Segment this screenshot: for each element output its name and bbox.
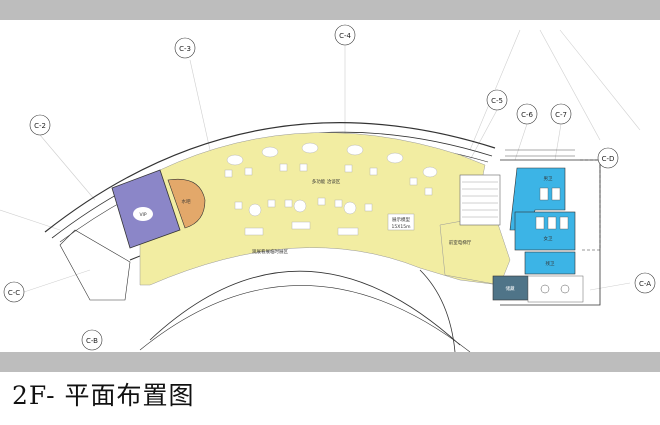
label-mens: 男卫 (544, 176, 553, 182)
floor-plan: VIP 水吧 多功能 洽谈区 展示模型 15X15m 观展看展临时展区 前室电梯… (0, 24, 656, 352)
bubble-c2: C-2 (34, 122, 46, 130)
label-womens: 女卫 (544, 235, 553, 242)
axis-bubbles (3, 24, 656, 351)
label-accessible: 残卫 (546, 260, 555, 267)
bubble-cc: C-C (8, 289, 20, 297)
bubble-ca: C-A (639, 280, 651, 288)
bubble-c4: C-4 (339, 32, 351, 40)
lobby-area (439, 214, 511, 286)
label-corridor: 观展看展临时展区 (252, 248, 288, 255)
stair (459, 174, 501, 226)
railing (505, 149, 575, 157)
bubble-cd: C-D (602, 155, 615, 163)
service-room (527, 275, 584, 303)
fixtures (535, 187, 569, 230)
restroom-accessible (524, 251, 576, 275)
bubble-c7: C-7 (555, 111, 567, 119)
bar-room (167, 178, 206, 229)
label-model-size: 15X15m (392, 224, 411, 230)
model-display (387, 213, 415, 231)
bottom-band (0, 352, 660, 372)
label-lobby: 前室电梯厅 (449, 239, 472, 246)
label-hall: 多功能 洽谈区 (312, 178, 341, 185)
stair-treads (462, 181, 498, 218)
label-bar: 水吧 (182, 198, 191, 205)
label-model: 展示模型 (392, 216, 410, 223)
bubble-c5: C-5 (491, 97, 503, 105)
label-vip: VIP (139, 212, 146, 218)
bubble-c3: C-3 (179, 45, 191, 53)
vip-table (133, 207, 153, 221)
bubble-cb: C-B (86, 337, 98, 345)
top-band (0, 0, 660, 20)
bubble-c6: C-6 (521, 111, 533, 119)
drawing-title: 2F- 平面布置图 (12, 381, 195, 410)
furniture (224, 142, 438, 236)
fixture (560, 284, 570, 294)
label-storage: 储藏 (506, 285, 515, 292)
storage-room (492, 275, 529, 301)
fixture (540, 284, 550, 294)
